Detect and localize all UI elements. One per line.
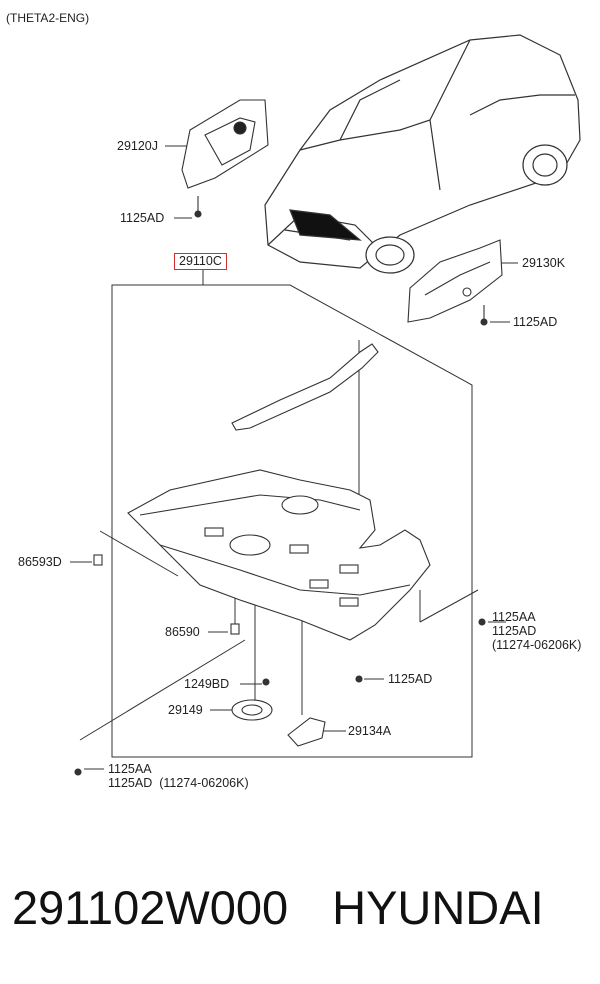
label-1125AD-top: 1125AD [120,211,165,225]
label-29130K: 29130K [522,256,566,270]
label-29120J: 29120J [117,139,159,153]
cap-29134A [287,717,326,747]
under-cover-29110C [127,469,431,641]
label-29134A: 29134A [348,724,392,738]
cover-strip [231,343,379,431]
label-29149: 29149 [168,703,203,717]
vehicle-illustration [264,34,581,274]
label-1249BD: 1249BD [184,677,230,691]
bracket-29120J [181,99,269,218]
label-1125AD-mid: 1125AD [388,672,433,686]
label-1125AA-right: 1125AA 1125AD (11274-06206K) [492,610,582,652]
label-1125AD-right: 1125AD [513,315,558,329]
label-86593D: 86593D [18,555,62,569]
main-part-number[interactable]: 29110C [174,253,227,270]
footer-part-number: 291102W000 [12,881,289,934]
small-parts [74,554,486,776]
label-86590: 86590 [165,625,200,639]
bracket-29130K [407,239,503,326]
footer-title: 291102W000 HYUNDAI [12,880,592,936]
assembly-frame [111,284,473,758]
label-1125AA-left: 1125AA 1125AD (11274-06206K) [108,762,249,790]
engine-label: (THETA2-ENG) [6,11,90,25]
footer-brand: HYUNDAI [332,881,544,934]
